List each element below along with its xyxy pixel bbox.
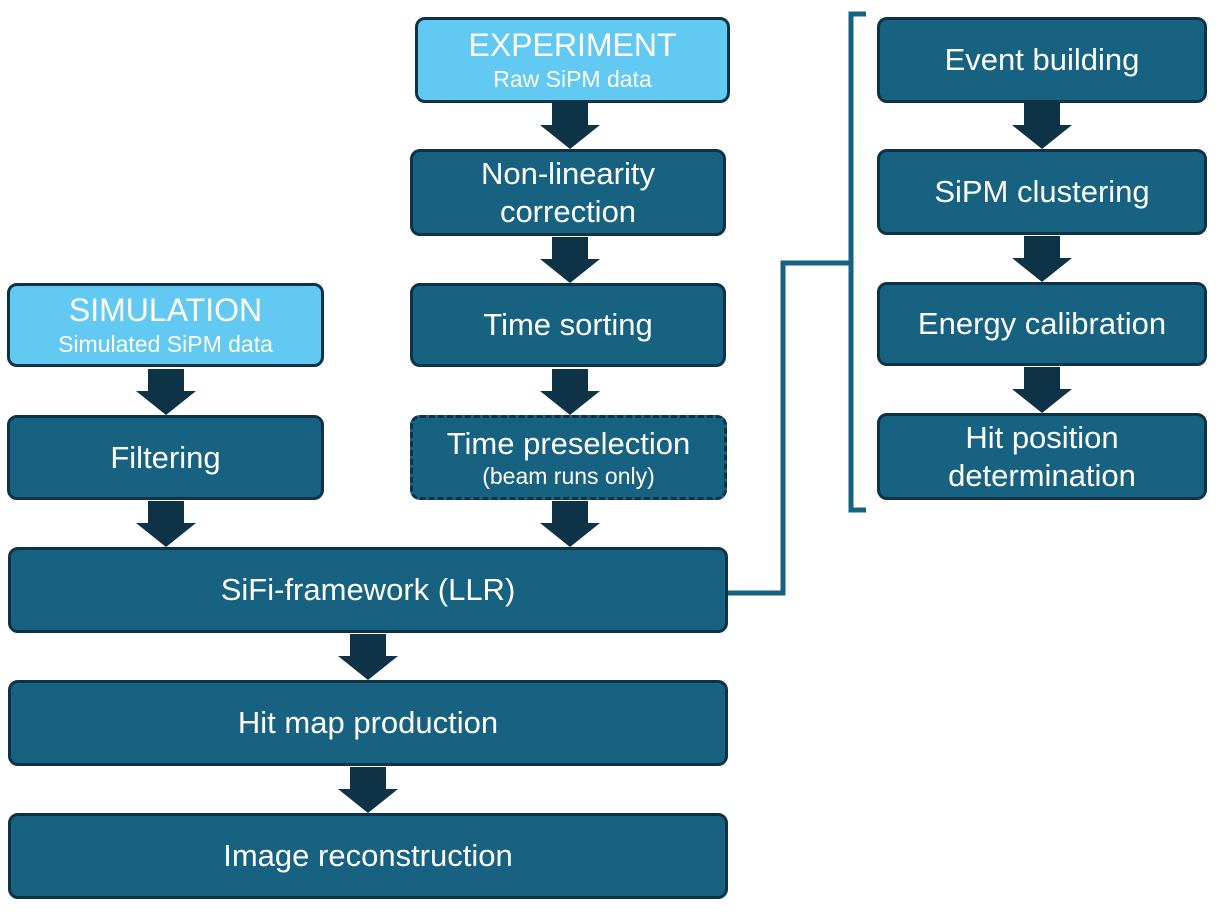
arrow-energycal-to-hitposition — [1012, 367, 1072, 413]
energy-calibration-box: Energy calibration — [877, 282, 1207, 366]
arrow-preselection-to-sifi — [540, 501, 600, 547]
sifi-framework-box: SiFi-framework (LLR) — [8, 547, 728, 633]
time-sorting-label: Time sorting — [483, 307, 653, 343]
image-reconstruction-box: Image reconstruction — [8, 813, 728, 899]
event-building-box: Event building — [877, 17, 1207, 103]
simulation-title: SIMULATION — [68, 292, 263, 329]
arrow-eventbuilding-to-clustering — [1012, 103, 1072, 149]
nonlinearity-box: Non-linearity correction — [410, 149, 726, 236]
experiment-subtitle: Raw SiPM data — [493, 66, 652, 93]
time-preselection-title: Time preselection — [446, 425, 691, 461]
arrow-filtering-to-sifi — [136, 501, 196, 547]
nonlinearity-line2: correction — [499, 193, 637, 229]
sifi-framework-label: SiFi-framework (LLR) — [220, 572, 516, 608]
image-reconstruction-label: Image reconstruction — [223, 838, 513, 874]
arrow-hitmap-to-imagerecon — [338, 767, 398, 813]
filtering-box: Filtering — [7, 415, 324, 500]
hit-position-line1: Hit position — [965, 419, 1119, 455]
hit-map-label: Hit map production — [237, 705, 499, 741]
experiment-title: EXPERIMENT — [468, 27, 677, 64]
arrow-simulation-to-filtering — [136, 369, 196, 415]
arrow-nonlinearity-to-timesorting — [540, 237, 600, 283]
experiment-box: EXPERIMENT Raw SiPM data — [415, 17, 730, 103]
sipm-clustering-box: SiPM clustering — [877, 149, 1207, 235]
sipm-clustering-label: SiPM clustering — [934, 174, 1150, 210]
arrow-experiment-to-nonlinearity — [540, 103, 600, 149]
group-bracket — [848, 11, 866, 513]
time-sorting-box: Time sorting — [410, 283, 726, 367]
filtering-label: Filtering — [110, 439, 221, 475]
event-building-label: Event building — [944, 42, 1140, 78]
time-preselection-subtitle: (beam runs only) — [482, 463, 655, 490]
time-preselection-box: Time preselection (beam runs only) — [410, 415, 727, 500]
hit-map-box: Hit map production — [8, 680, 728, 766]
energy-calibration-label: Energy calibration — [917, 306, 1167, 342]
bracket-link-line — [728, 260, 853, 596]
arrow-timesorting-to-preselection — [540, 369, 600, 415]
arrow-sifi-to-hitmap — [338, 634, 398, 680]
simulation-box: SIMULATION Simulated SiPM data — [7, 283, 324, 367]
simulation-subtitle: Simulated SiPM data — [58, 331, 273, 358]
arrow-clustering-to-energycal — [1012, 236, 1072, 282]
hit-position-box: Hit position determination — [877, 413, 1207, 500]
hit-position-line2: determination — [948, 457, 1136, 493]
nonlinearity-line1: Non-linearity — [480, 155, 655, 191]
